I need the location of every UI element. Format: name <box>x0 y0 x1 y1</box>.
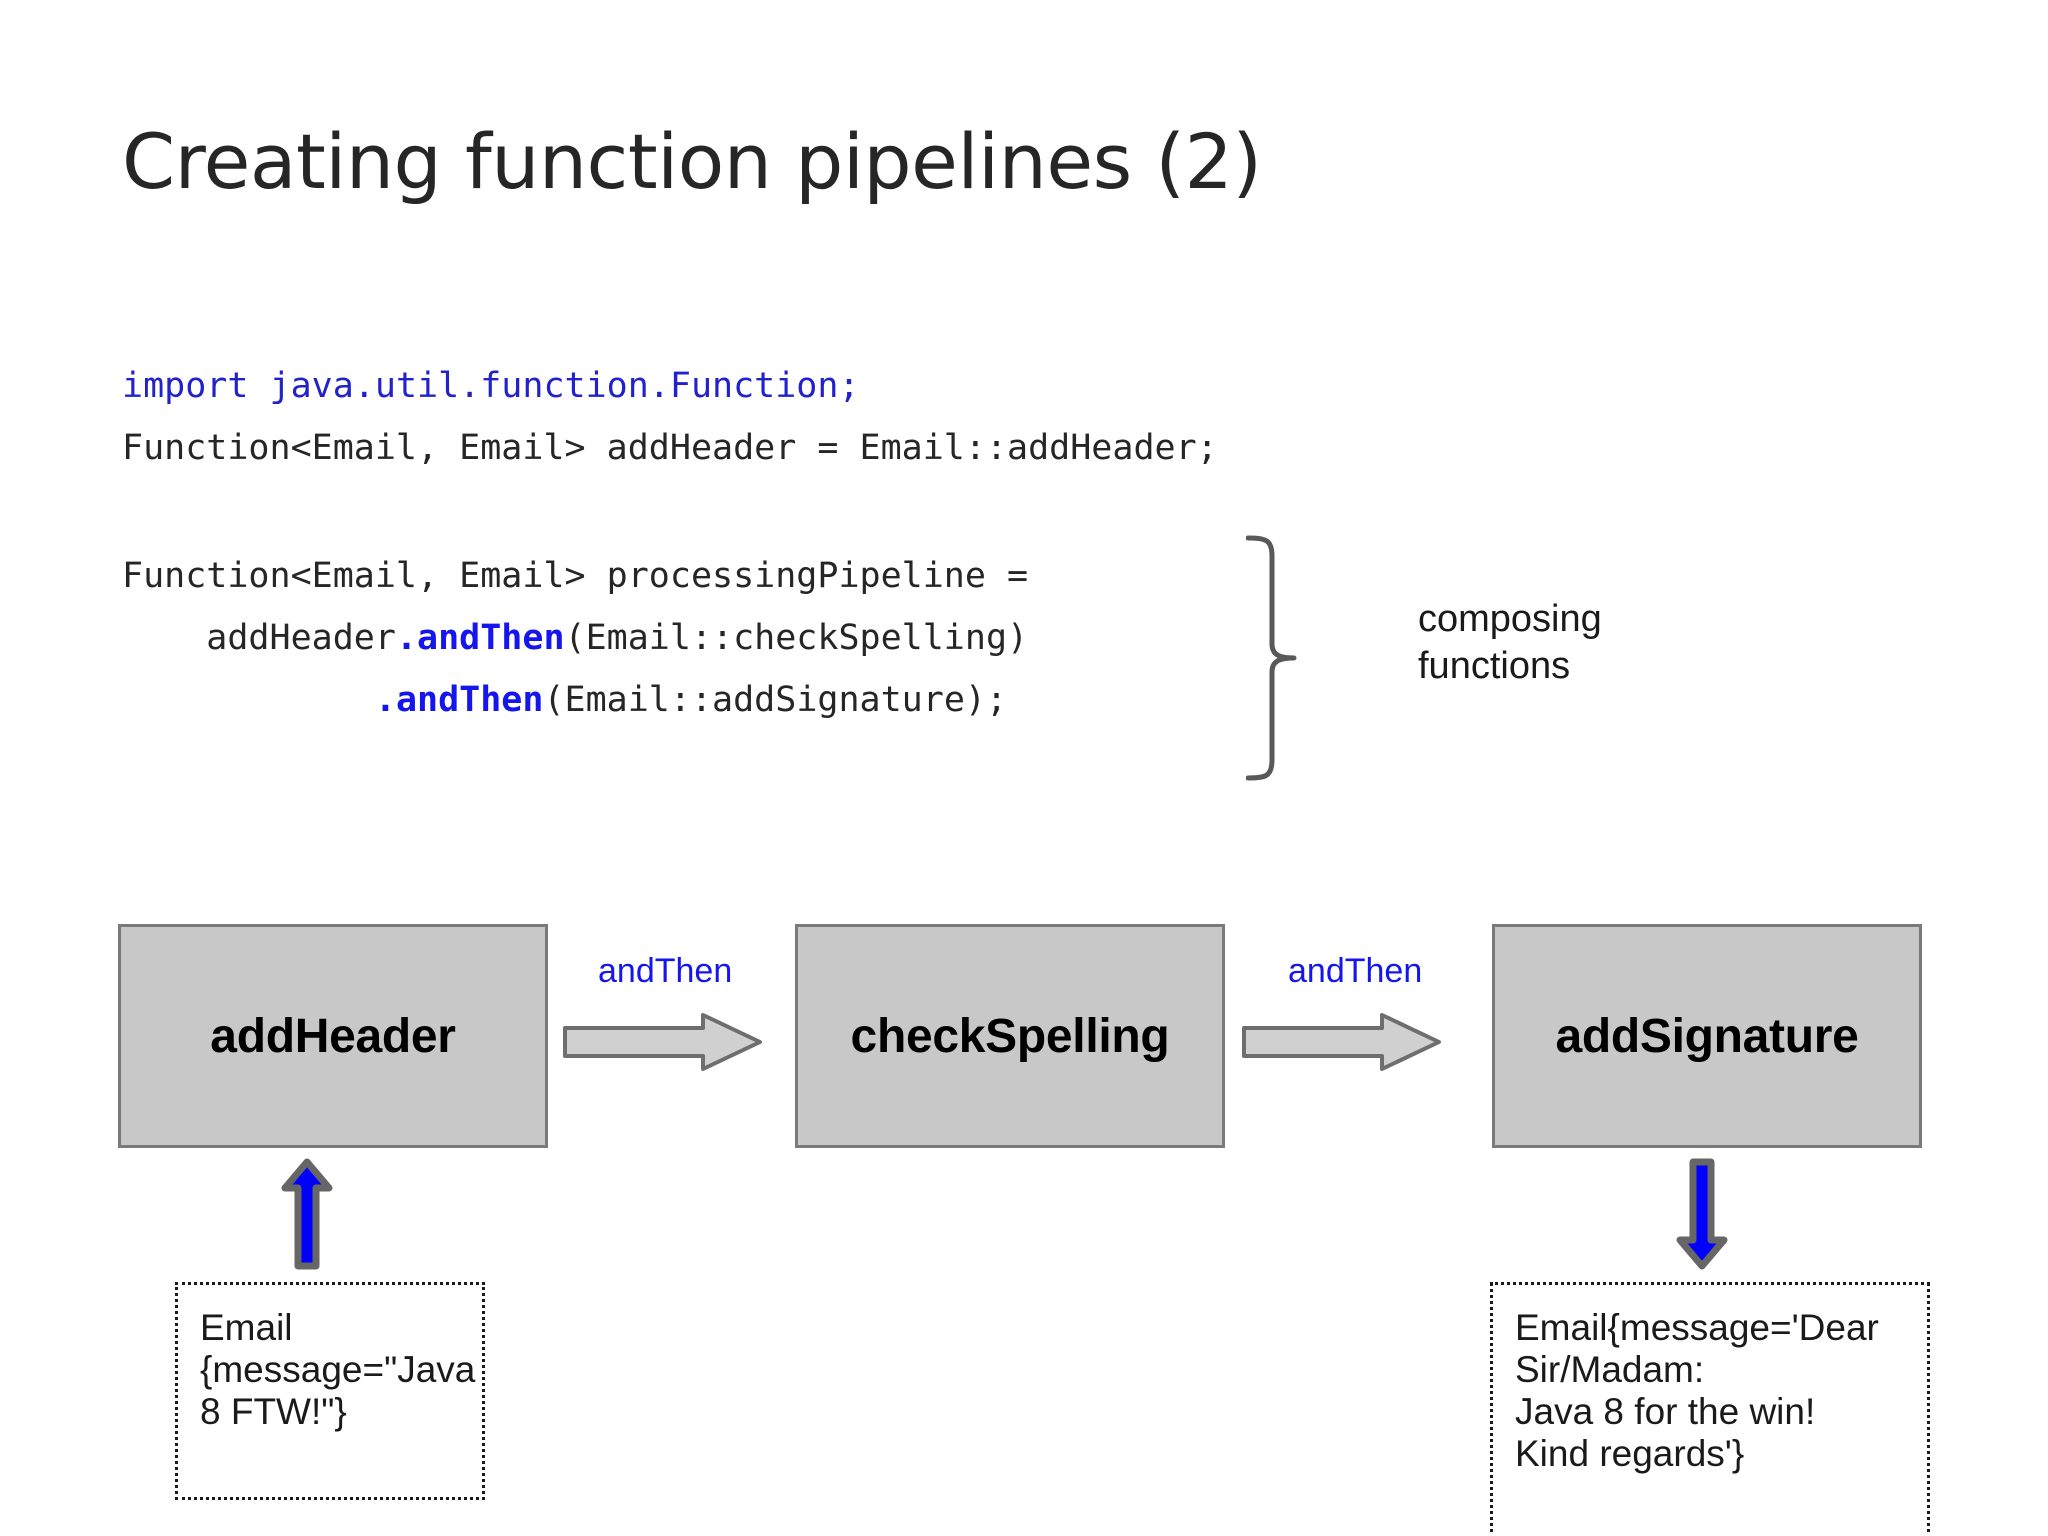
page-title: Creating function pipelines (2) <box>122 117 1262 206</box>
block-arrow-right-icon <box>1242 1012 1442 1072</box>
code-andthen-call-2: .andThen <box>374 680 544 720</box>
code-line-declaration: Function<Email, Email> addHeader = Email… <box>122 428 1218 468</box>
block-arrow-right-icon <box>563 1012 763 1072</box>
code-block-pipeline: Function<Email, Email> processingPipelin… <box>122 545 1028 731</box>
composing-functions-label: composing functions <box>1418 598 1602 687</box>
pipeline-box-add-signature[interactable]: addSignature <box>1492 924 1922 1148</box>
input-data-box: Email {message="Java 8 FTW!"} <box>175 1282 485 1500</box>
code-line-3-prefix <box>122 680 375 720</box>
pipeline-box-add-header[interactable]: addHeader <box>118 924 548 1148</box>
output-data-box: Email{message='Dear Sir/Madam: Java 8 fo… <box>1490 1282 1930 1536</box>
connector-label-andthen-1: andThen <box>598 952 733 990</box>
code-line-2-suffix: (Email::checkSpelling) <box>564 618 1029 658</box>
pipeline-box-check-spelling[interactable]: checkSpelling <box>795 924 1225 1148</box>
code-line-2-prefix: addHeader <box>122 618 396 658</box>
connector-label-andthen-2: andThen <box>1288 952 1423 990</box>
arrow-down-icon <box>1676 1158 1728 1270</box>
arrow-up-icon <box>281 1158 333 1270</box>
code-block-imports: import java.util.function.Function; Func… <box>122 355 1218 479</box>
code-keyword-import: import <box>122 366 249 406</box>
code-line-3-suffix: (Email::addSignature); <box>543 680 1008 720</box>
code-import-path: java.util.function.Function; <box>248 366 860 406</box>
right-curly-brace-icon <box>1246 534 1302 782</box>
code-andthen-call-1: .andThen <box>395 618 565 658</box>
code-line-pipeline-decl: Function<Email, Email> processingPipelin… <box>122 556 1029 596</box>
